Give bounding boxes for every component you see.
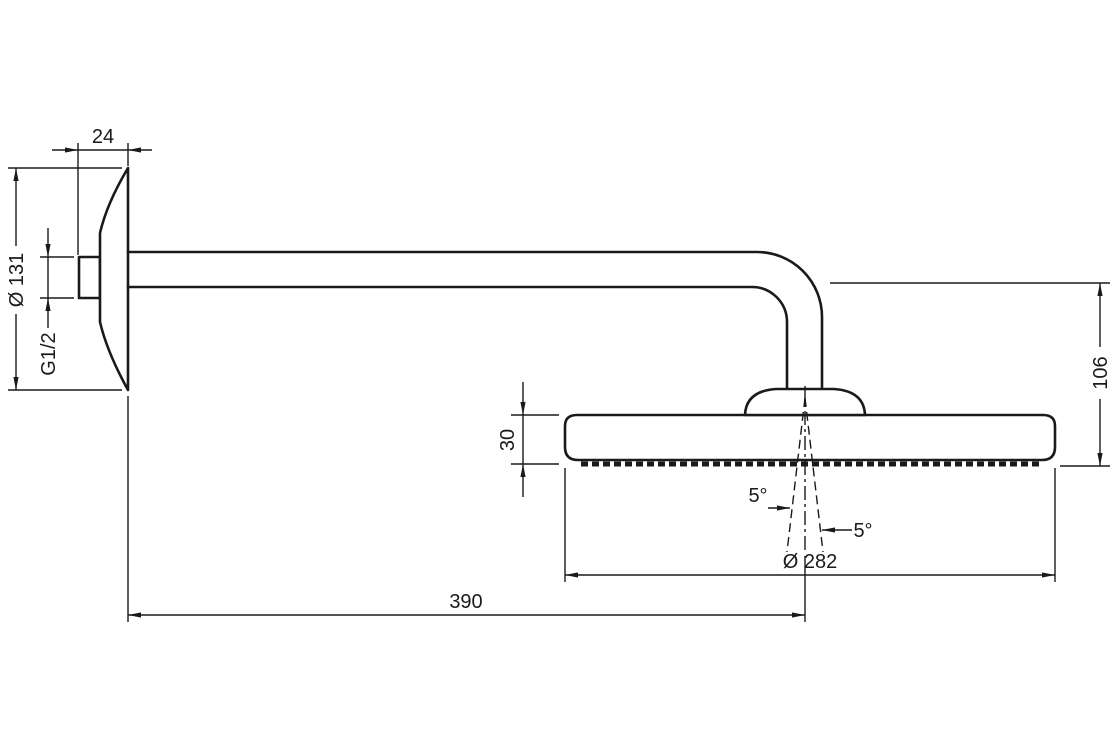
dim-face-to-arm: 106: [830, 282, 1112, 467]
spray-line-right: [804, 397, 824, 553]
dim-head-diameter: Ø 282: [564, 468, 1056, 582]
dim-connection-thread: G1/2: [38, 228, 74, 376]
dim-flange-depth-label: 24: [92, 126, 114, 148]
dim-flange-diameter: Ø 131: [6, 167, 122, 391]
spray-line-left: [786, 397, 806, 553]
arm-outer-edge: [126, 250, 824, 390]
head-outline: [563, 413, 1057, 462]
dim-head-height-label: 30: [497, 429, 519, 451]
spray-angle-left-label: 5°: [748, 485, 767, 507]
flange-escutcheon: [98, 166, 130, 392]
thread-stub: [77, 255, 102, 300]
spray-angle-annotation: 5° 5°: [748, 386, 873, 553]
wall-flange: [77, 166, 130, 392]
shower-head: [563, 387, 1057, 467]
spray-angle-right-label: 5°: [853, 520, 872, 542]
dim-head-diameter-label: Ø 282: [783, 551, 837, 573]
dim-wall-to-center: 390: [127, 396, 806, 622]
dim-flange-depth: 24: [52, 126, 152, 255]
dim-connection-thread-label: G1/2: [38, 332, 60, 375]
dim-face-to-arm-label: 106: [1090, 356, 1112, 389]
dim-wall-to-center-label: 390: [449, 591, 482, 613]
dim-flange-diameter-label: Ø 131: [6, 253, 28, 307]
arm-inner-edge: [126, 285, 789, 390]
dim-head-height: 30: [497, 382, 559, 497]
shower-arm: [126, 250, 824, 390]
